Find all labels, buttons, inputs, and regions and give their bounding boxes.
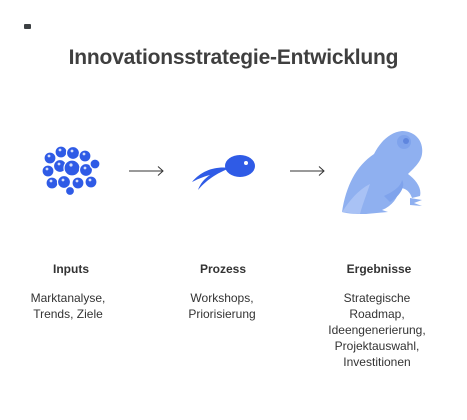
stage-heading-inputs: Inputs: [53, 262, 89, 276]
description-line: Projektauswahl,: [334, 339, 420, 353]
description-line: Marktanalyse,: [30, 291, 106, 305]
frog-eggs-icon: [40, 144, 102, 201]
stage-heading-prozess: Prozess: [199, 262, 247, 276]
stage-description-inputs: Marktanalyse, Trends, Ziele: [0, 290, 143, 322]
frog-icon: [336, 126, 428, 223]
description-line: Trends, Ziele: [33, 307, 103, 321]
description-line: Workshops,: [190, 291, 254, 305]
stage-description-ergebnisse: Strategische Roadmap, Ideengenerierung, …: [302, 290, 452, 370]
tadpole-icon: [190, 152, 260, 199]
description-line: Roadmap,: [349, 307, 405, 321]
description-line: Strategische: [343, 291, 411, 305]
description-line: Ideengenerierung,: [328, 323, 426, 337]
brand-logo: [24, 24, 31, 29]
description-line: Investitionen: [343, 355, 411, 369]
arrow-right-icon: [290, 166, 325, 176]
page-title: Innovationsstrategie-Entwicklung: [68, 46, 399, 69]
stage-description-prozess: Workshops, Priorisierung: [147, 290, 297, 322]
description-line: Priorisierung: [188, 307, 256, 321]
logo-mark-icon: [24, 24, 31, 29]
arrow-right-icon: [129, 166, 164, 176]
stage-heading-ergebnisse: Ergebnisse: [346, 262, 412, 276]
